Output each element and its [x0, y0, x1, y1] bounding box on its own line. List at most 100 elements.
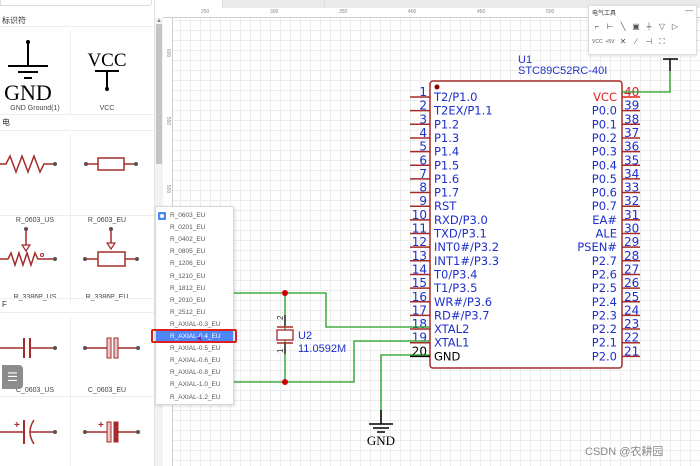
wire-xtal1 — [234, 340, 430, 383]
dropdown-option[interactable]: R_0201_EU — [156, 222, 233, 234]
net-port-tool-icon[interactable]: ▽ — [658, 22, 666, 31]
library-item-c-0603-eu[interactable]: C_0603_EU — [72, 312, 142, 402]
dropdown-option[interactable]: R_AXIAL-0.6_EU — [156, 355, 233, 367]
scroll-up-arrow-icon[interactable]: ▲ — [156, 18, 162, 24]
dropdown-option[interactable]: R_1812_EU — [156, 283, 233, 295]
dropdown-option[interactable]: R_AXIAL-1.0_EU — [156, 379, 233, 391]
library-item-r-0603-us[interactable]: R_0603_US — [0, 130, 70, 224]
junction-dot — [282, 290, 288, 296]
power-tool-icon[interactable]: +5V — [605, 39, 615, 45]
library-item-r-3386p-eu[interactable]: R_3386P_EU — [72, 215, 142, 305]
line-tool-icon[interactable]: ╲ — [620, 22, 626, 31]
dropdown-option[interactable]: R_0402_EU — [156, 234, 233, 246]
pin-name: P0.2 — [592, 131, 617, 145]
dropdown-option-label: R_AXIAL-0.6_EU — [170, 357, 221, 365]
library-item-gnd[interactable]: GND GND Ground(1) — [0, 26, 70, 116]
pin-tool-icon[interactable]: ⊣ — [645, 37, 653, 46]
divider — [0, 215, 154, 216]
u1-pin-33[interactable]: 33 P0.6 — [592, 181, 640, 200]
library-item-r-3386p-us[interactable]: R_3386P_US — [0, 215, 70, 305]
select-tool-icon[interactable]: ⛶ — [659, 37, 665, 46]
gnd-tool-icon[interactable]: ⏚ — [645, 22, 653, 31]
net-label-tool-icon[interactable]: ▣ — [632, 22, 640, 31]
vcc-power-symbol[interactable] — [663, 58, 678, 71]
pin-number: 1 — [419, 85, 427, 99]
dropdown-option[interactable]: R_2512_EU — [156, 307, 233, 319]
library-item-caption: R_0603_US — [15, 217, 55, 224]
pin-name: PSEN# — [577, 240, 617, 254]
library-item-c-0603-us[interactable]: C_0603_US — [0, 312, 70, 402]
dropdown-option[interactable]: R_AXIAL-0.8_EU — [156, 367, 233, 379]
dropdown-option[interactable]: R_AXIAL-0.5_EU — [156, 343, 233, 355]
minimize-button[interactable]: — — [685, 6, 693, 15]
pin-number: 36 — [624, 140, 639, 154]
dropdown-option[interactable]: R_1210_EU — [156, 271, 233, 283]
dropdown-option[interactable]: R_2010_EU — [156, 295, 233, 307]
dropdown-option[interactable]: R_AXIAL-0.4_EU — [156, 331, 233, 343]
list-menu-button[interactable]: ☰ — [2, 365, 23, 389]
dropdown-option[interactable]: R_0603_EU — [156, 210, 233, 222]
library-section-label: 电 — [2, 118, 10, 127]
library-item-r-0603-eu[interactable]: R_0603_EU — [72, 130, 142, 224]
gnd-power-symbol[interactable]: GND — [367, 410, 395, 448]
no-connect-tool-icon[interactable]: ✕ — [619, 37, 627, 46]
net-flag-tool-icon[interactable]: ▷ — [671, 22, 679, 31]
pin-number: 9 — [419, 194, 427, 208]
wire-tool-icon[interactable]: ⌐ — [594, 22, 600, 31]
component-u2[interactable]: 2 1 U2 11.0592M — [276, 315, 346, 355]
library-search-input[interactable] — [0, 0, 152, 6]
library-item-polarized-cap-eu[interactable]: + — [72, 396, 142, 466]
library-item-polarized-cap-us[interactable]: + — [0, 396, 70, 466]
tab-schematic[interactable] — [163, 0, 223, 8]
dropdown-option[interactable]: R_1206_EU — [156, 258, 233, 270]
pin-name: P0.6 — [592, 186, 617, 200]
pen-tool-icon[interactable]: ∕ — [635, 37, 637, 46]
library-scrollbar-thumb[interactable] — [156, 24, 162, 164]
dropdown-option[interactable]: R_AXIAL-0.3_EU — [156, 319, 233, 331]
bus-tool-icon[interactable]: ⊢ — [606, 22, 614, 31]
library-item-vcc[interactable]: VCC VCC — [72, 26, 142, 116]
tab-other[interactable] — [225, 0, 325, 8]
pin-number: 33 — [624, 181, 639, 195]
dropdown-option[interactable]: R_AXIAL-1.2_EU — [156, 392, 233, 404]
vcc-tool-icon[interactable]: VCC — [592, 39, 603, 45]
dropdown-option[interactable]: R_0805_EU — [156, 246, 233, 258]
